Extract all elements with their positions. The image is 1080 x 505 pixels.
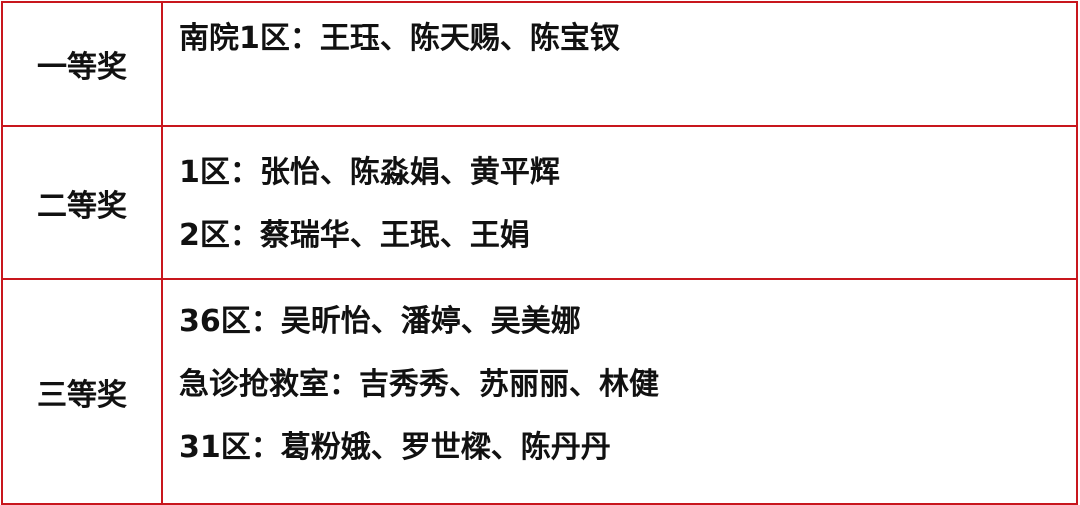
award-level: 三等奖 (1, 278, 163, 505)
winners-line: 31区：葛粉娥、罗世樑、陈丹丹 (179, 430, 611, 465)
winners-cell: 1区：张怡、陈淼娟、黄平辉 2区：蔡瑞华、王珉、王娟 (161, 125, 1078, 280)
winners-line: 急诊抢救室：吉秀秀、苏丽丽、林健 (179, 367, 659, 402)
winners-line: 南院1区：王珏、陈天赐、陈宝钗 (179, 21, 620, 56)
winners-cell: 南院1区：王珏、陈天赐、陈宝钗 (161, 1, 1078, 127)
award-level: 一等奖 (1, 1, 163, 127)
winners-line: 36区：吴昕怡、潘婷、吴美娜 (179, 304, 581, 339)
award-level: 二等奖 (1, 125, 163, 280)
winners-cell: 36区：吴昕怡、潘婷、吴美娜 急诊抢救室：吉秀秀、苏丽丽、林健 31区：葛粉娥、… (161, 278, 1078, 505)
table-row: 三等奖 36区：吴昕怡、潘婷、吴美娜 急诊抢救室：吉秀秀、苏丽丽、林健 31区：… (1, 278, 1078, 505)
table-row: 二等奖 1区：张怡、陈淼娟、黄平辉 2区：蔡瑞华、王珉、王娟 (1, 125, 1078, 280)
winners-line: 1区：张怡、陈淼娟、黄平辉 (179, 155, 560, 190)
winners-line: 2区：蔡瑞华、王珉、王娟 (179, 218, 530, 253)
table-row: 一等奖 南院1区：王珏、陈天赐、陈宝钗 (1, 1, 1078, 127)
